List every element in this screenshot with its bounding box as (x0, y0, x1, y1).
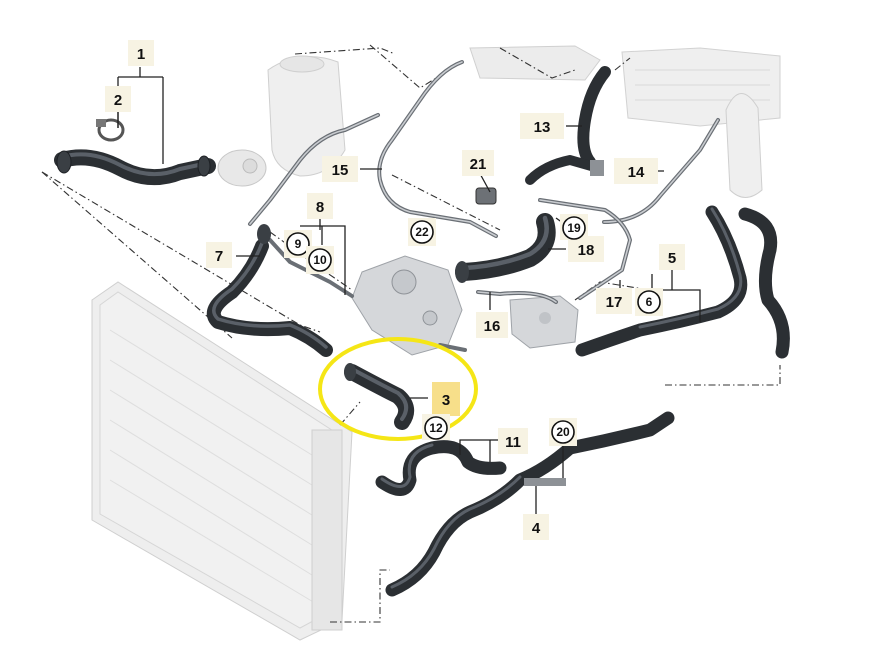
callout-10: 10 (306, 246, 334, 274)
callout-12-text: 12 (429, 421, 443, 435)
leader-lines (117, 67, 701, 515)
callout-5: 5 (659, 244, 685, 270)
callout-22-text: 22 (415, 225, 429, 239)
callout-17-text: 17 (606, 294, 623, 311)
part-18-hose (455, 213, 556, 283)
callout-1: 1 (128, 40, 154, 66)
callout-2-text: 2 (114, 92, 122, 109)
callout-18: 18 (568, 236, 604, 262)
part-5-hose (575, 205, 790, 359)
callout-7-text: 7 (215, 248, 223, 265)
part-14-line (602, 118, 720, 224)
part-3-hose (344, 363, 415, 430)
callout-10-text: 10 (313, 253, 327, 267)
part-22-line (377, 60, 498, 238)
callout-19: 19 (560, 214, 588, 240)
part-13-hose (525, 66, 611, 185)
part-15-line (248, 113, 380, 226)
callout-19-text: 19 (567, 221, 581, 235)
callout-5-text: 5 (668, 250, 676, 267)
callout-13: 13 (520, 113, 564, 139)
callout-2: 2 (105, 86, 131, 112)
thermostat-housing (217, 149, 267, 187)
callout-14: 14 (614, 158, 658, 184)
callout-4-text: 4 (532, 520, 541, 537)
expansion-tank (267, 55, 346, 177)
callout-6-text: 6 (646, 295, 653, 309)
callout-17: 17 (596, 288, 632, 314)
part-4-hose (385, 411, 675, 597)
part-21-sensor (475, 187, 497, 205)
part-16-line (476, 290, 558, 304)
part-7-hose (206, 224, 333, 357)
callout-9-text: 9 (295, 237, 302, 251)
radiator (91, 281, 353, 641)
highlight-ring (318, 337, 478, 441)
callout-3: 3 (432, 382, 460, 416)
callout-14-text: 14 (628, 164, 645, 181)
callout-8-text: 8 (316, 199, 324, 216)
callout-12: 12 (422, 414, 450, 440)
callout-7: 7 (206, 242, 232, 268)
engine-block-top (469, 45, 601, 81)
callout-15: 15 (322, 156, 358, 182)
callout-6: 6 (635, 288, 663, 316)
valve-block (509, 295, 579, 349)
callout-3-text: 3 (442, 392, 450, 409)
part-2-clamp (96, 118, 125, 142)
callout-8: 8 (307, 193, 333, 219)
callout-1-text: 1 (137, 46, 145, 63)
callout-20: 20 (549, 418, 577, 446)
callout-11-text: 11 (505, 434, 521, 451)
auxiliary-tank (725, 93, 763, 198)
callout-4: 4 (523, 514, 549, 540)
part-1-hose (54, 149, 216, 186)
callout-21: 21 (462, 150, 494, 176)
callout-18-text: 18 (578, 242, 595, 259)
callout-15-text: 15 (332, 162, 349, 179)
callout-16-text: 16 (484, 318, 501, 335)
part-11-hose (375, 440, 507, 496)
water-pump (351, 255, 463, 356)
callout-22: 22 (408, 218, 436, 246)
part-17-line (538, 198, 632, 300)
callout-20-text: 20 (556, 425, 570, 439)
callout-16: 16 (476, 312, 508, 338)
callout-13-text: 13 (534, 119, 551, 136)
callout-21-text: 21 (470, 156, 487, 173)
callout-11: 11 (498, 428, 528, 454)
